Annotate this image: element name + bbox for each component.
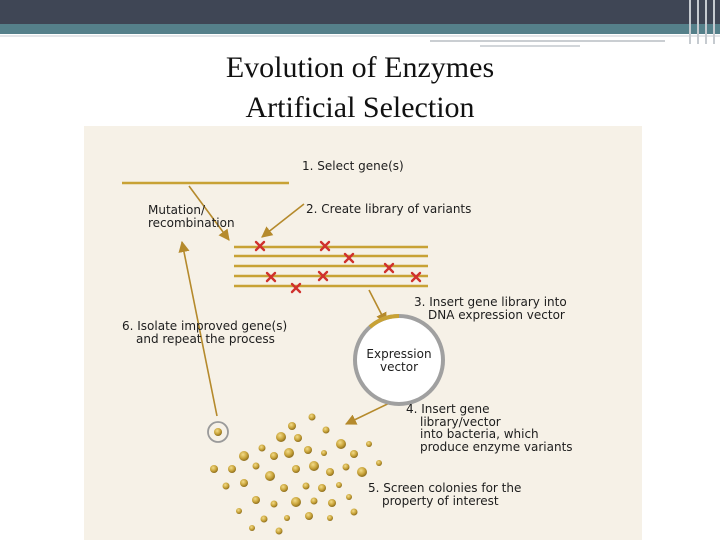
colony xyxy=(310,497,318,505)
colony xyxy=(322,426,330,434)
step5-label-line-2: property of interest xyxy=(382,493,499,508)
colony xyxy=(350,508,358,516)
vector-label: Expression vector xyxy=(356,348,442,373)
colony xyxy=(308,413,316,421)
colony xyxy=(270,452,278,460)
colony xyxy=(342,463,350,471)
colony xyxy=(336,482,342,488)
colony xyxy=(236,508,242,514)
colony xyxy=(249,525,255,531)
colony xyxy=(252,496,260,504)
colony xyxy=(276,432,286,442)
vector-insert-arc xyxy=(368,314,400,329)
step2-label: 2. Create library of variants xyxy=(306,202,472,216)
figure-graphics xyxy=(122,181,445,535)
step6-label-line-2: and repeat the process xyxy=(136,331,275,346)
arrow-colony-to-repeat xyxy=(178,240,218,417)
colony xyxy=(350,450,358,458)
colony xyxy=(228,465,236,473)
arrow-step2-pointer xyxy=(261,203,305,238)
colony xyxy=(240,479,248,487)
mutation-markers xyxy=(254,240,422,294)
colony xyxy=(357,467,367,477)
title-line-2: Artificial Selection xyxy=(245,91,475,124)
vector-label-line-2: vector xyxy=(379,359,419,374)
mutation-mark xyxy=(383,262,395,274)
colony xyxy=(280,484,288,492)
step3-label-line-2: DNA expression vector xyxy=(428,307,565,322)
directed-evolution-figure: 1. Select gene(s) Mutation/ recombinatio… xyxy=(84,126,642,540)
colony xyxy=(291,497,301,507)
step4-label-line-3: into bacteria, which xyxy=(420,427,539,441)
mutation-mark xyxy=(254,240,266,252)
step4-label-line-4: produce enzyme variants xyxy=(420,439,573,454)
colony xyxy=(318,484,326,492)
header-bar xyxy=(0,0,720,24)
step5-label-line-1: 5. Screen colonies for the xyxy=(368,481,522,495)
step4-label-line-1: 4. Insert gene xyxy=(406,402,490,416)
mutation-mark xyxy=(265,271,277,283)
mutation-mark xyxy=(319,240,331,252)
mutation-mark xyxy=(317,270,329,282)
colony xyxy=(258,444,266,452)
colony xyxy=(328,499,336,507)
mutation-label-line-2: recombination xyxy=(148,215,235,230)
step4-label-line-2: library/vector xyxy=(420,414,501,429)
colony xyxy=(284,515,290,521)
colony xyxy=(270,500,278,508)
step3-label: 3. Insert gene library into DNA expressi… xyxy=(414,296,567,321)
colony xyxy=(376,460,382,466)
colony xyxy=(292,465,300,473)
colony xyxy=(346,494,352,500)
header-decoration xyxy=(0,0,720,47)
variant-library xyxy=(234,245,428,288)
colony xyxy=(260,515,268,523)
step1-label: 1. Select gene(s) xyxy=(302,159,404,173)
colony xyxy=(222,482,230,490)
arrow-select-to-library xyxy=(188,185,230,241)
selected-colony-ring xyxy=(207,421,229,443)
colony xyxy=(327,515,333,521)
colony xyxy=(284,448,294,458)
vector-label-line-1: Expression xyxy=(366,347,432,361)
mutation-label: Mutation/ recombination xyxy=(148,204,235,229)
colony xyxy=(288,422,296,430)
mutation-label-line-1: Mutation/ xyxy=(148,203,206,217)
mutation-mark xyxy=(290,282,302,294)
step4-label: 4. Insert gene library/vector into bacte… xyxy=(406,403,573,453)
colony xyxy=(239,451,249,461)
colony xyxy=(210,465,218,473)
step6-label-line-1: 6. Isolate improved gene(s) xyxy=(122,319,288,333)
colony xyxy=(366,441,372,447)
colony xyxy=(294,434,302,442)
colony xyxy=(304,446,312,454)
slide-title: Evolution of Enzymes Artificial Selectio… xyxy=(0,48,720,128)
step3-label-line-1: 3. Insert gene library into xyxy=(414,295,567,309)
colony xyxy=(309,461,319,471)
bacterial-colonies xyxy=(207,413,382,535)
step6-label: 6. Isolate improved gene(s) and repeat t… xyxy=(122,320,287,345)
header-accent-bar xyxy=(0,24,720,34)
mutation-mark xyxy=(343,252,355,264)
mutation-mark xyxy=(410,271,422,283)
colony xyxy=(252,462,260,470)
selected-colony xyxy=(214,428,222,436)
step5-label: 5. Screen colonies for the property of i… xyxy=(368,482,521,507)
colony xyxy=(336,439,346,449)
colony xyxy=(326,468,334,476)
colony xyxy=(305,512,313,520)
colony xyxy=(321,450,327,456)
colony xyxy=(265,471,275,481)
colony xyxy=(302,482,310,490)
colony xyxy=(275,527,283,535)
title-line-1: Evolution of Enzymes xyxy=(225,51,495,84)
